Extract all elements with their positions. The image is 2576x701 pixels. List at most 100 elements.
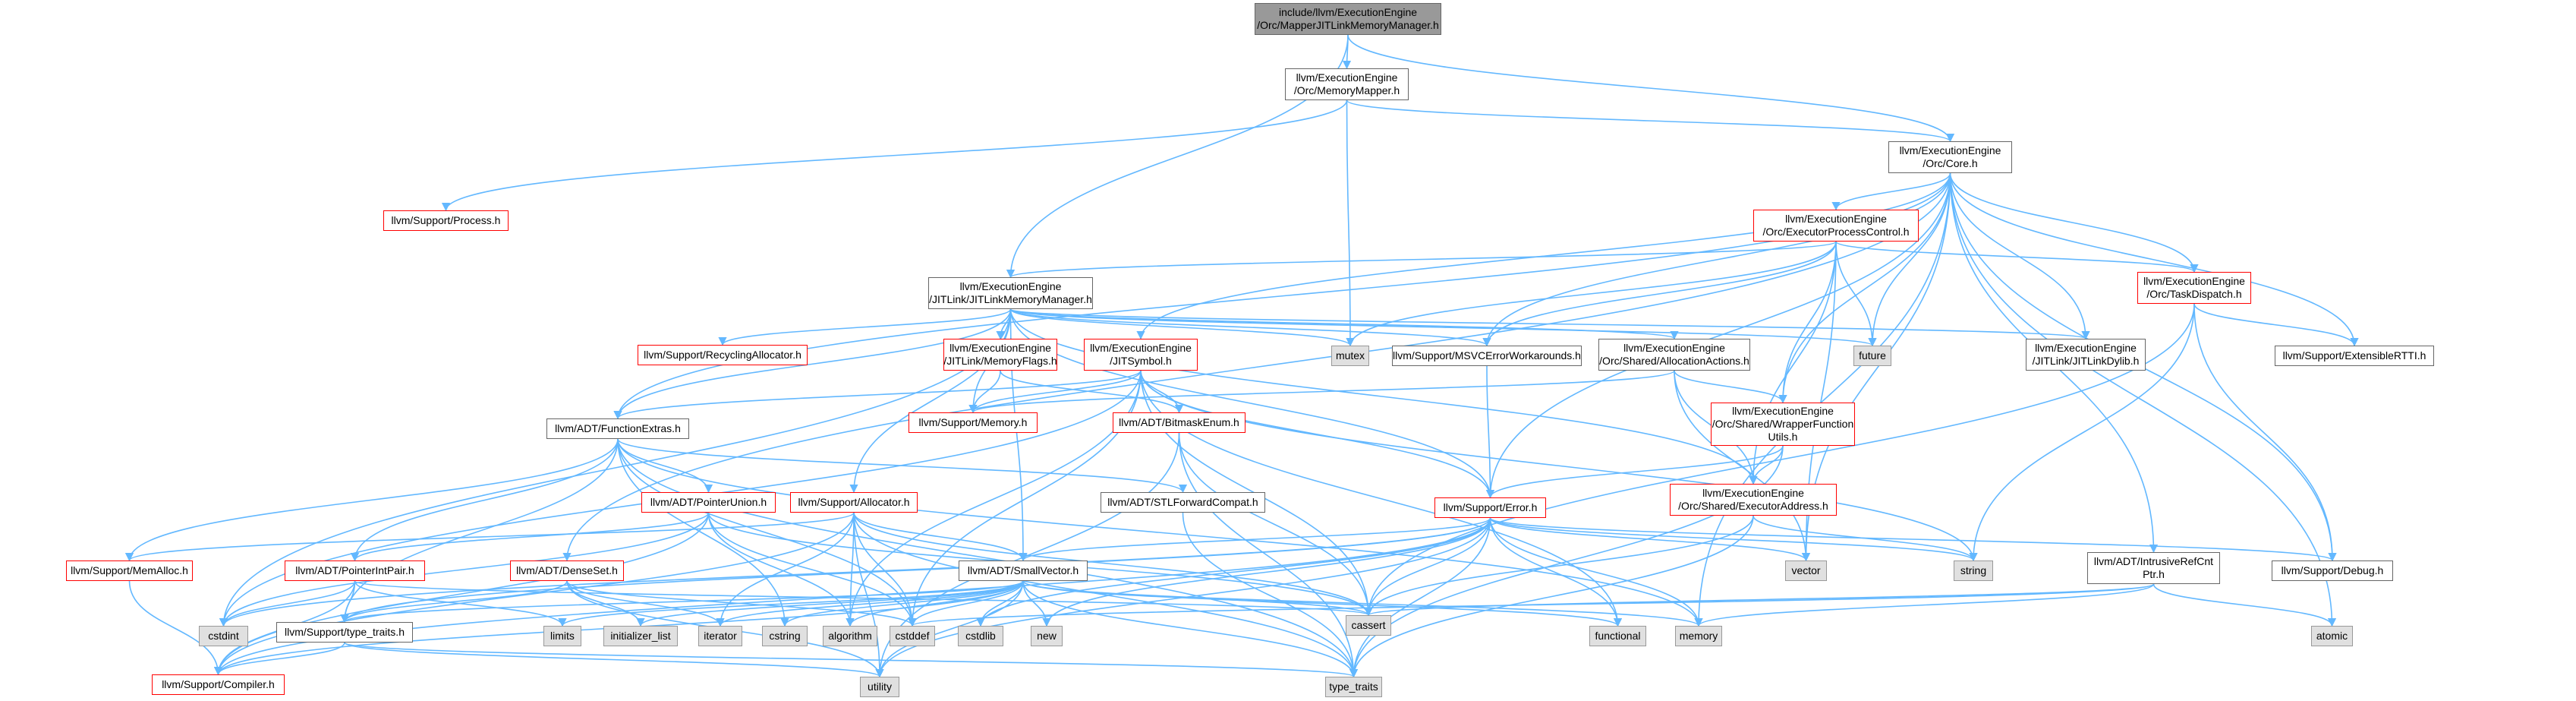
node-error[interactable]: llvm/Support/Error.h — [1434, 497, 1546, 518]
node-epc[interactable]: llvm/ExecutionEngine /Orc/ExecutorProces… — [1753, 210, 1919, 242]
node-string: string — [1954, 560, 1993, 581]
edge-jitlinkmm-to-recyclingalloc — [718, 308, 1012, 346]
node-pointerunion[interactable]: llvm/ADT/PointerUnion.h — [641, 492, 776, 513]
edge-jitlinkmm-to-jitlinkdylib — [1009, 308, 2089, 340]
edge-jitlinkmm-to-functionextras — [613, 308, 1012, 420]
node-bitmaskenum[interactable]: llvm/ADT/BitmaskEnum.h — [1113, 412, 1245, 433]
node-msvc[interactable]: llvm/Support/MSVCErrorWorkarounds.h — [1392, 346, 1582, 366]
edge-functionextras-to-type_traits — [617, 438, 1359, 678]
node-jitlinkmm[interactable]: llvm/ExecutionEngine /JITLink/JITLinkMem… — [928, 277, 1093, 309]
edge-core-to-jitsymbol — [1136, 172, 1951, 340]
node-memflags[interactable]: llvm/ExecutionEngine /JITLink/MemoryFlag… — [943, 339, 1057, 371]
node-algorithm: algorithm — [823, 626, 877, 646]
edge-epc-to-mutex — [1346, 241, 1837, 347]
node-cstdlib: cstdlib — [958, 626, 1003, 646]
node-extensiblertti[interactable]: llvm/Support/ExtensibleRTTI.h — [2275, 346, 2434, 366]
edge-jitlinkmm-to-executoraddress — [1009, 308, 1758, 485]
edge-error-to-memory — [1489, 517, 1703, 627]
edge-functionextras-to-memalloc — [124, 438, 619, 562]
edge-stlforward-to-type_traits — [1182, 512, 1359, 678]
edge-allocactions-to-memory_h — [968, 370, 1675, 414]
edge-taskdispatch-to-debug — [2193, 303, 2337, 562]
node-cstring: cstring — [762, 626, 808, 646]
edge-jitsymbol-to-error — [1140, 370, 1495, 499]
node-debug[interactable]: llvm/Support/Debug.h — [2272, 560, 2393, 581]
edge-jitlinkmm-to-allocactions — [1009, 308, 1679, 340]
edge-pointerunion-to-cstdint — [219, 512, 710, 627]
node-smallvector[interactable]: llvm/ADT/SmallVector.h — [959, 560, 1088, 581]
edge-smallvector-to-functional — [1022, 580, 1622, 627]
node-functionextras[interactable]: llvm/ADT/FunctionExtras.h — [546, 418, 689, 439]
edge-error-to-new — [1042, 517, 1491, 627]
node-vector: vector — [1785, 560, 1827, 581]
node-denseset[interactable]: llvm/ADT/DenseSet.h — [510, 560, 624, 581]
edge-executoraddress-to-cassert — [1364, 515, 1754, 617]
edge-functionextras-to-stlforward — [617, 438, 1187, 494]
node-allocator[interactable]: llvm/Support/Allocator.h — [790, 492, 918, 513]
edge-smallvector-to-typetraits_h — [340, 580, 1024, 624]
edge-core-to-jitlinkdylib — [1949, 172, 2090, 340]
edge-allocactions-to-wrapperfn — [1674, 370, 1787, 404]
edge-bitmaskenum-to-cassert — [1178, 432, 1373, 617]
node-future: future — [1853, 346, 1891, 366]
edge-pointerintpair-to-cstdint — [219, 580, 356, 627]
node-executoraddress[interactable]: llvm/ExecutionEngine /Orc/Shared/Executo… — [1670, 484, 1837, 516]
edge-allocator-to-memalloc — [125, 512, 855, 562]
node-compiler[interactable]: llvm/Support/Compiler.h — [152, 674, 285, 695]
edge-denseset-to-typetraits_h — [340, 580, 568, 624]
edge-jitlinkmm-to-msvc — [1009, 308, 1491, 347]
edge-functionextras-to-cstddef — [617, 438, 917, 627]
node-pointerintpair[interactable]: llvm/ADT/PointerIntPair.h — [285, 560, 425, 581]
node-memory: memory — [1675, 626, 1722, 646]
edge-error-to-smallvector — [1019, 517, 1491, 562]
node-taskdispatch[interactable]: llvm/ExecutionEngine /Orc/TaskDispatch.h — [2137, 272, 2251, 304]
edge-memflags-to-bitmaskenum — [1000, 370, 1184, 414]
edge-error-to-debug — [1489, 517, 2337, 562]
edge-error-to-typetraits_h — [340, 517, 1491, 624]
edge-intrusiverefcnt-to-cstddef — [909, 583, 2155, 627]
node-stlforward[interactable]: llvm/ADT/STLForwardCompat.h — [1101, 492, 1265, 513]
node-new: new — [1031, 626, 1063, 646]
edge-pointerunion-to-pointerintpair — [351, 512, 710, 562]
edge-allocator-to-cassert — [853, 512, 1373, 617]
edge-allocator-to-smallvector — [853, 512, 1028, 562]
node-memory-h[interactable]: llvm/Support/Memory.h — [909, 412, 1038, 433]
edge-core-to-wrapperfn — [1778, 172, 1951, 404]
node-memmapper[interactable]: llvm/ExecutionEngine /Orc/MemoryMapper.h — [1285, 68, 1409, 100]
edge-bitmaskenum-to-type_traits — [1178, 432, 1359, 678]
edge-core-to-functionextras — [613, 172, 1951, 420]
edge-epc-to-executoraddress — [1749, 241, 1837, 485]
edge-epc-to-jitlinkmm — [1006, 241, 1837, 279]
node-process[interactable]: llvm/Support/Process.h — [383, 210, 509, 231]
node-memalloc[interactable]: llvm/Support/MemAlloc.h — [66, 560, 193, 581]
edge-error-to-functional — [1489, 517, 1623, 627]
node-jitsymbol[interactable]: llvm/ExecutionEngine /JITSymbol.h — [1084, 339, 1198, 371]
node-recyclingalloc[interactable]: llvm/Support/RecyclingAllocator.h — [638, 345, 808, 365]
node-typetraits-h[interactable]: llvm/Support/type_traits.h — [276, 622, 413, 643]
node-initlist: initializer_list — [603, 626, 678, 646]
node-limits: limits — [543, 626, 581, 646]
edge-smallvector-to-memory — [1022, 580, 1703, 627]
edge-core-to-future — [1868, 172, 1951, 347]
edge-jitsymbol-to-string — [1140, 370, 1978, 562]
node-intrusiverefcnt[interactable]: llvm/ADT/IntrusiveRefCnt Ptr.h — [2087, 552, 2220, 584]
edge-error-to-string — [1489, 517, 1978, 562]
node-allocactions[interactable]: llvm/ExecutionEngine /Orc/Shared/Allocat… — [1598, 339, 1750, 371]
edge-error-to-cassert — [1364, 517, 1491, 617]
edge-taskdispatch-to-string — [1969, 303, 2195, 562]
node-type-traits: type_traits — [1325, 677, 1382, 697]
node-jitlinkdylib[interactable]: llvm/ExecutionEngine /JITLink/JITLinkDyl… — [2026, 339, 2146, 371]
edge-core-to-msvc — [1482, 172, 1951, 347]
edge-smallvector-to-limits — [558, 580, 1024, 627]
edge-epc-to-future — [1835, 241, 1877, 347]
node-atomic: atomic — [2311, 626, 2353, 646]
node-core[interactable]: llvm/ExecutionEngine /Orc/Core.h — [1888, 141, 2012, 173]
node-wrapperfn[interactable]: llvm/ExecutionEngine /Orc/Shared/Wrapper… — [1711, 403, 1855, 446]
edge-pointerunion-to-cstddef — [707, 512, 917, 627]
edge-core-to-error — [1485, 172, 1951, 499]
edge-smallvector-to-iterator — [716, 580, 1024, 627]
edge-wrapperfn-to-error — [1486, 445, 1784, 499]
edge-epc-to-wrapperfn — [1778, 241, 1837, 404]
edge-jitlinkmm-to-future — [1009, 308, 1877, 347]
